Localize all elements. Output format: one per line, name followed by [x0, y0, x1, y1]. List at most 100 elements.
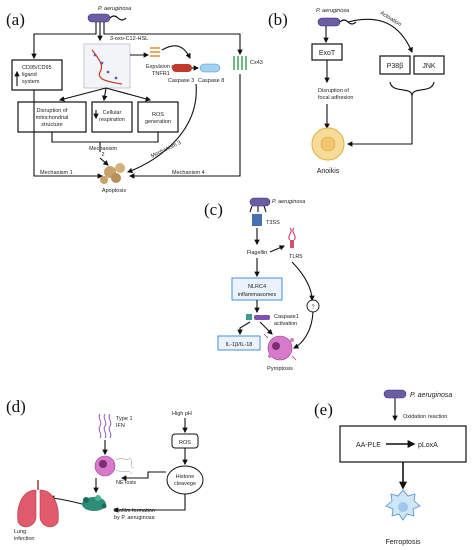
a-molecule: 3-oxo-C12-HSL [110, 36, 148, 42]
t3ss-icon [252, 214, 262, 226]
apoptosis-cell-icon [100, 163, 125, 184]
svg-text:2: 2 [101, 152, 104, 158]
a-expulsion: Expulsion of [146, 64, 176, 70]
b-arrow-activation [347, 18, 413, 54]
a-arrow-mech1 [33, 90, 104, 179]
a-apoptosis: Apoptosis [102, 188, 126, 194]
a-arrow-mech2 [99, 157, 109, 166]
svg-text:structure: structure [41, 122, 62, 128]
svg-text:cleavege: cleavege [174, 481, 196, 487]
biofilm-icon [82, 495, 107, 511]
nlrc4-box: NLRC4 inflammasomes [231, 277, 283, 301]
panel-c: (c) P. aeruginosa T3SS Flagellin TLR5 NL… [204, 197, 320, 372]
e-aaple: AA-PLE [356, 442, 381, 449]
panel-a-label: (a) [6, 10, 25, 29]
tlr5-icon [288, 227, 296, 248]
ros-box: ROS generation [137, 101, 179, 133]
a-caspase8: Caspase 8 [198, 78, 224, 84]
panel-c-label: (c) [204, 200, 223, 219]
d-ros-box: ROS [171, 433, 199, 449]
cx43-icon [233, 56, 247, 70]
d-type1-1: Type 1 [116, 416, 133, 422]
c-tlr5: TLR5 [289, 254, 302, 260]
bacterium-a-icon [87, 13, 127, 23]
a-arrow-to-caspase [161, 45, 191, 59]
svg-text:ROS: ROS [152, 112, 164, 118]
a-mech3: Mechanism 3 [150, 140, 182, 160]
panel-d: (d) Type 1 IFN NETosis High pH ROS Histo… [6, 397, 204, 542]
bacterium-c-icon [249, 197, 271, 213]
a-mech2-bracket [51, 132, 159, 143]
d-biofilm-2: by P. aeruginosa [114, 515, 156, 521]
svg-text:Disruption of: Disruption of [37, 108, 68, 114]
type1-ifn-icon [98, 413, 112, 439]
d-arrow-to-biofilm [112, 494, 186, 513]
a-arrow-to-cx43 [103, 22, 243, 56]
c-arrow-q-pyro [293, 311, 314, 349]
caspase1-icon [246, 314, 270, 320]
a-arrow-mito [58, 87, 107, 102]
svg-text:NLRC4: NLRC4 [248, 284, 266, 290]
c-arrow-tlr5 [269, 245, 286, 253]
b-brace [389, 81, 435, 97]
d-arrow-to-netosis [120, 471, 166, 481]
b-disruption-1: Disruption of [318, 88, 349, 94]
svg-text:ROS: ROS [179, 440, 191, 446]
b-arrow-to-anoikis [346, 96, 413, 147]
svg-text:ExoT: ExoT [319, 50, 336, 57]
d-lung-2: infection [14, 536, 35, 542]
e-ploxa: pLoxA [418, 442, 438, 449]
panel-b: (b) P. aeruginosa Activation ExoT Disrup… [268, 8, 445, 175]
svg-text:Histone: Histone [176, 474, 195, 480]
a-arrow-cell [102, 87, 108, 102]
b-organism: P. aeruginosa [316, 8, 349, 14]
a-arrow-to-cd95 [31, 22, 97, 60]
lung-icon [17, 480, 59, 528]
question-circle: ? [306, 299, 320, 313]
c-arrow-il [237, 321, 251, 336]
b-disruption-2: focal adhesion [318, 95, 353, 101]
caspase3-icon [172, 64, 192, 72]
c-flagellin: Flagellin [247, 250, 267, 256]
d-type1-2: IFN [116, 423, 125, 429]
panel-d-label: (d) [6, 397, 26, 416]
d-lung-1: Lung [14, 529, 26, 535]
a-arrow-ros [105, 87, 152, 102]
bacterium-e-icon [383, 389, 407, 399]
c-arrow-pyro [259, 321, 273, 335]
a-caspase3: Caspase 3 [168, 78, 194, 84]
d-biofilm-1: Biofilm formation [114, 508, 155, 514]
svg-text:respiration: respiration [99, 117, 125, 123]
tnfr1-icon [150, 47, 160, 57]
svg-text:P38β: P38β [387, 63, 403, 70]
p38-box: P38β [379, 55, 411, 75]
exot-box: ExoT [311, 43, 343, 61]
svg-text:Cellular: Cellular [103, 110, 122, 116]
netosis-cell-icon [94, 455, 135, 477]
a-arrow-mech4 [128, 74, 241, 179]
panel-e-label: (e) [314, 400, 333, 419]
a-expulsion-2: TNFR1 [152, 71, 170, 77]
c-t3ss: T3SS [266, 220, 280, 226]
a-arrow-mech3 [126, 83, 197, 174]
d-highph: High pH [172, 411, 192, 417]
panel-b-label: (b) [268, 10, 288, 29]
c-arrow-question [291, 261, 315, 302]
a-mech1: Mechanism 1 [40, 170, 73, 176]
c-caspase1-1: Caspase1 [274, 314, 299, 320]
svg-text:inflammasomes: inflammasomes [238, 292, 277, 298]
il-box: IL-1β/IL-18 [217, 335, 261, 351]
svg-text:mitochondrial: mitochondrial [36, 115, 69, 121]
d-netosis: NETosis [116, 480, 136, 486]
svg-text:generation: generation [145, 119, 171, 125]
a-organism: P. aeruginosa [98, 6, 131, 12]
e-oxidation: Oxidation reaction [403, 414, 447, 420]
c-caspase1-2: activation [274, 321, 297, 327]
histone-circle: Histone cleavege [166, 465, 204, 495]
c-pyroptosis: Pyroptosis [267, 366, 293, 372]
c-organism: P. aeruginosa [272, 199, 305, 205]
e-ferroptosis: Ferroptosis [385, 539, 421, 546]
